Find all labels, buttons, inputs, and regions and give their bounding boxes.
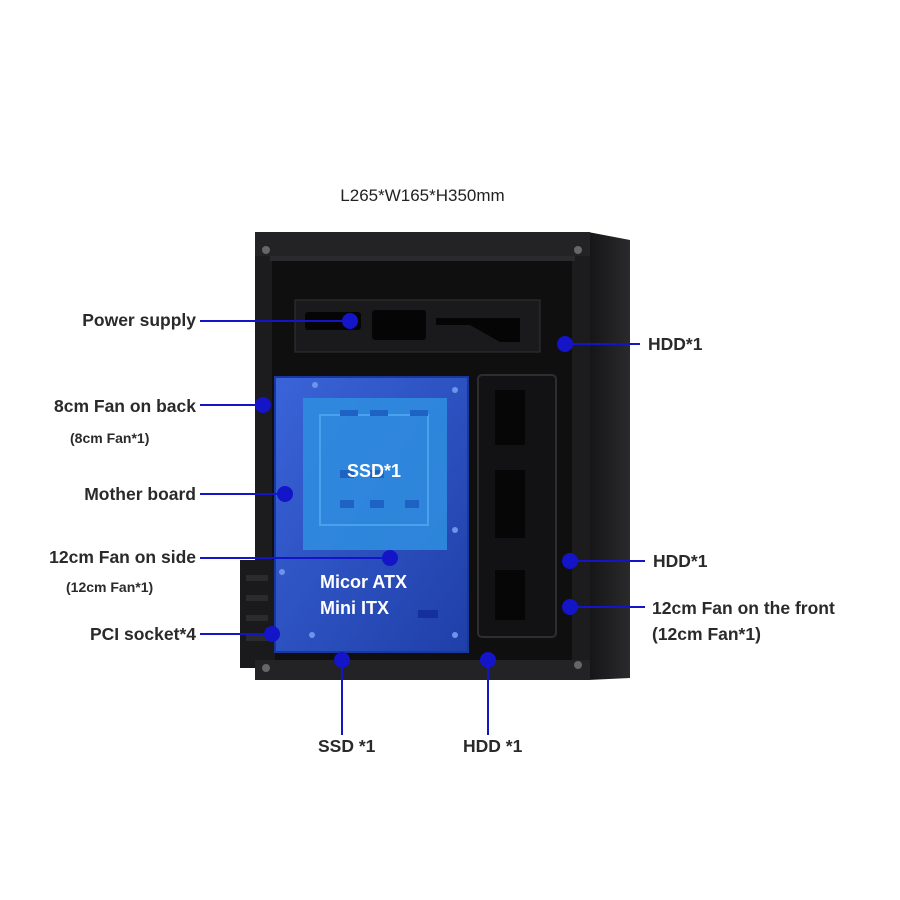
power-supply-label: Power supply xyxy=(82,310,196,330)
fan-front-sublabel: (12cm Fan*1) xyxy=(652,624,761,644)
dot-hdd-mid-right xyxy=(562,553,578,569)
pci-socket-label: PCI socket*4 xyxy=(89,624,196,644)
fan-front-label: 12cm Fan on the front xyxy=(652,598,835,618)
fan-back-label: 8cm Fan on back xyxy=(54,396,196,416)
fan-back-sublabel: (8cm Fan*1) xyxy=(70,430,150,446)
dot-power-supply xyxy=(342,313,358,329)
hdd-bottom-label: HDD *1 xyxy=(463,736,523,756)
fan-side-sublabel: (12cm Fan*1) xyxy=(66,579,154,595)
hdd-top-right-label: HDD*1 xyxy=(648,334,703,354)
dot-pci-socket xyxy=(264,626,280,642)
dot-mother-board xyxy=(277,486,293,502)
dot-fan-side xyxy=(382,550,398,566)
dot-hdd-top-right xyxy=(557,336,573,352)
ssd-inbox-label: SSD*1 xyxy=(347,461,402,481)
ssd-bottom-label: SSD *1 xyxy=(318,736,376,756)
hdd-cage xyxy=(477,374,557,638)
dot-ssd-bottom xyxy=(334,652,350,668)
callout-dots xyxy=(255,313,578,668)
dot-hdd-bottom xyxy=(480,652,496,668)
case-screws xyxy=(262,246,582,672)
dot-fan-back xyxy=(255,397,271,413)
mb-form-factor-1: Micor ATX xyxy=(320,572,408,592)
fan-side-label: 12cm Fan on side xyxy=(49,547,196,567)
hdd-mid-right-label: HDD*1 xyxy=(653,551,708,571)
psu-area xyxy=(294,299,541,353)
dot-fan-front xyxy=(562,599,578,615)
motherboard-tray xyxy=(274,376,469,653)
mb-form-factor-2: Mini ITX xyxy=(320,598,389,618)
leader-lines xyxy=(200,320,645,735)
mother-board-label: Mother board xyxy=(84,484,196,504)
dimensions-label: L265*W165*H350mm xyxy=(340,186,505,205)
